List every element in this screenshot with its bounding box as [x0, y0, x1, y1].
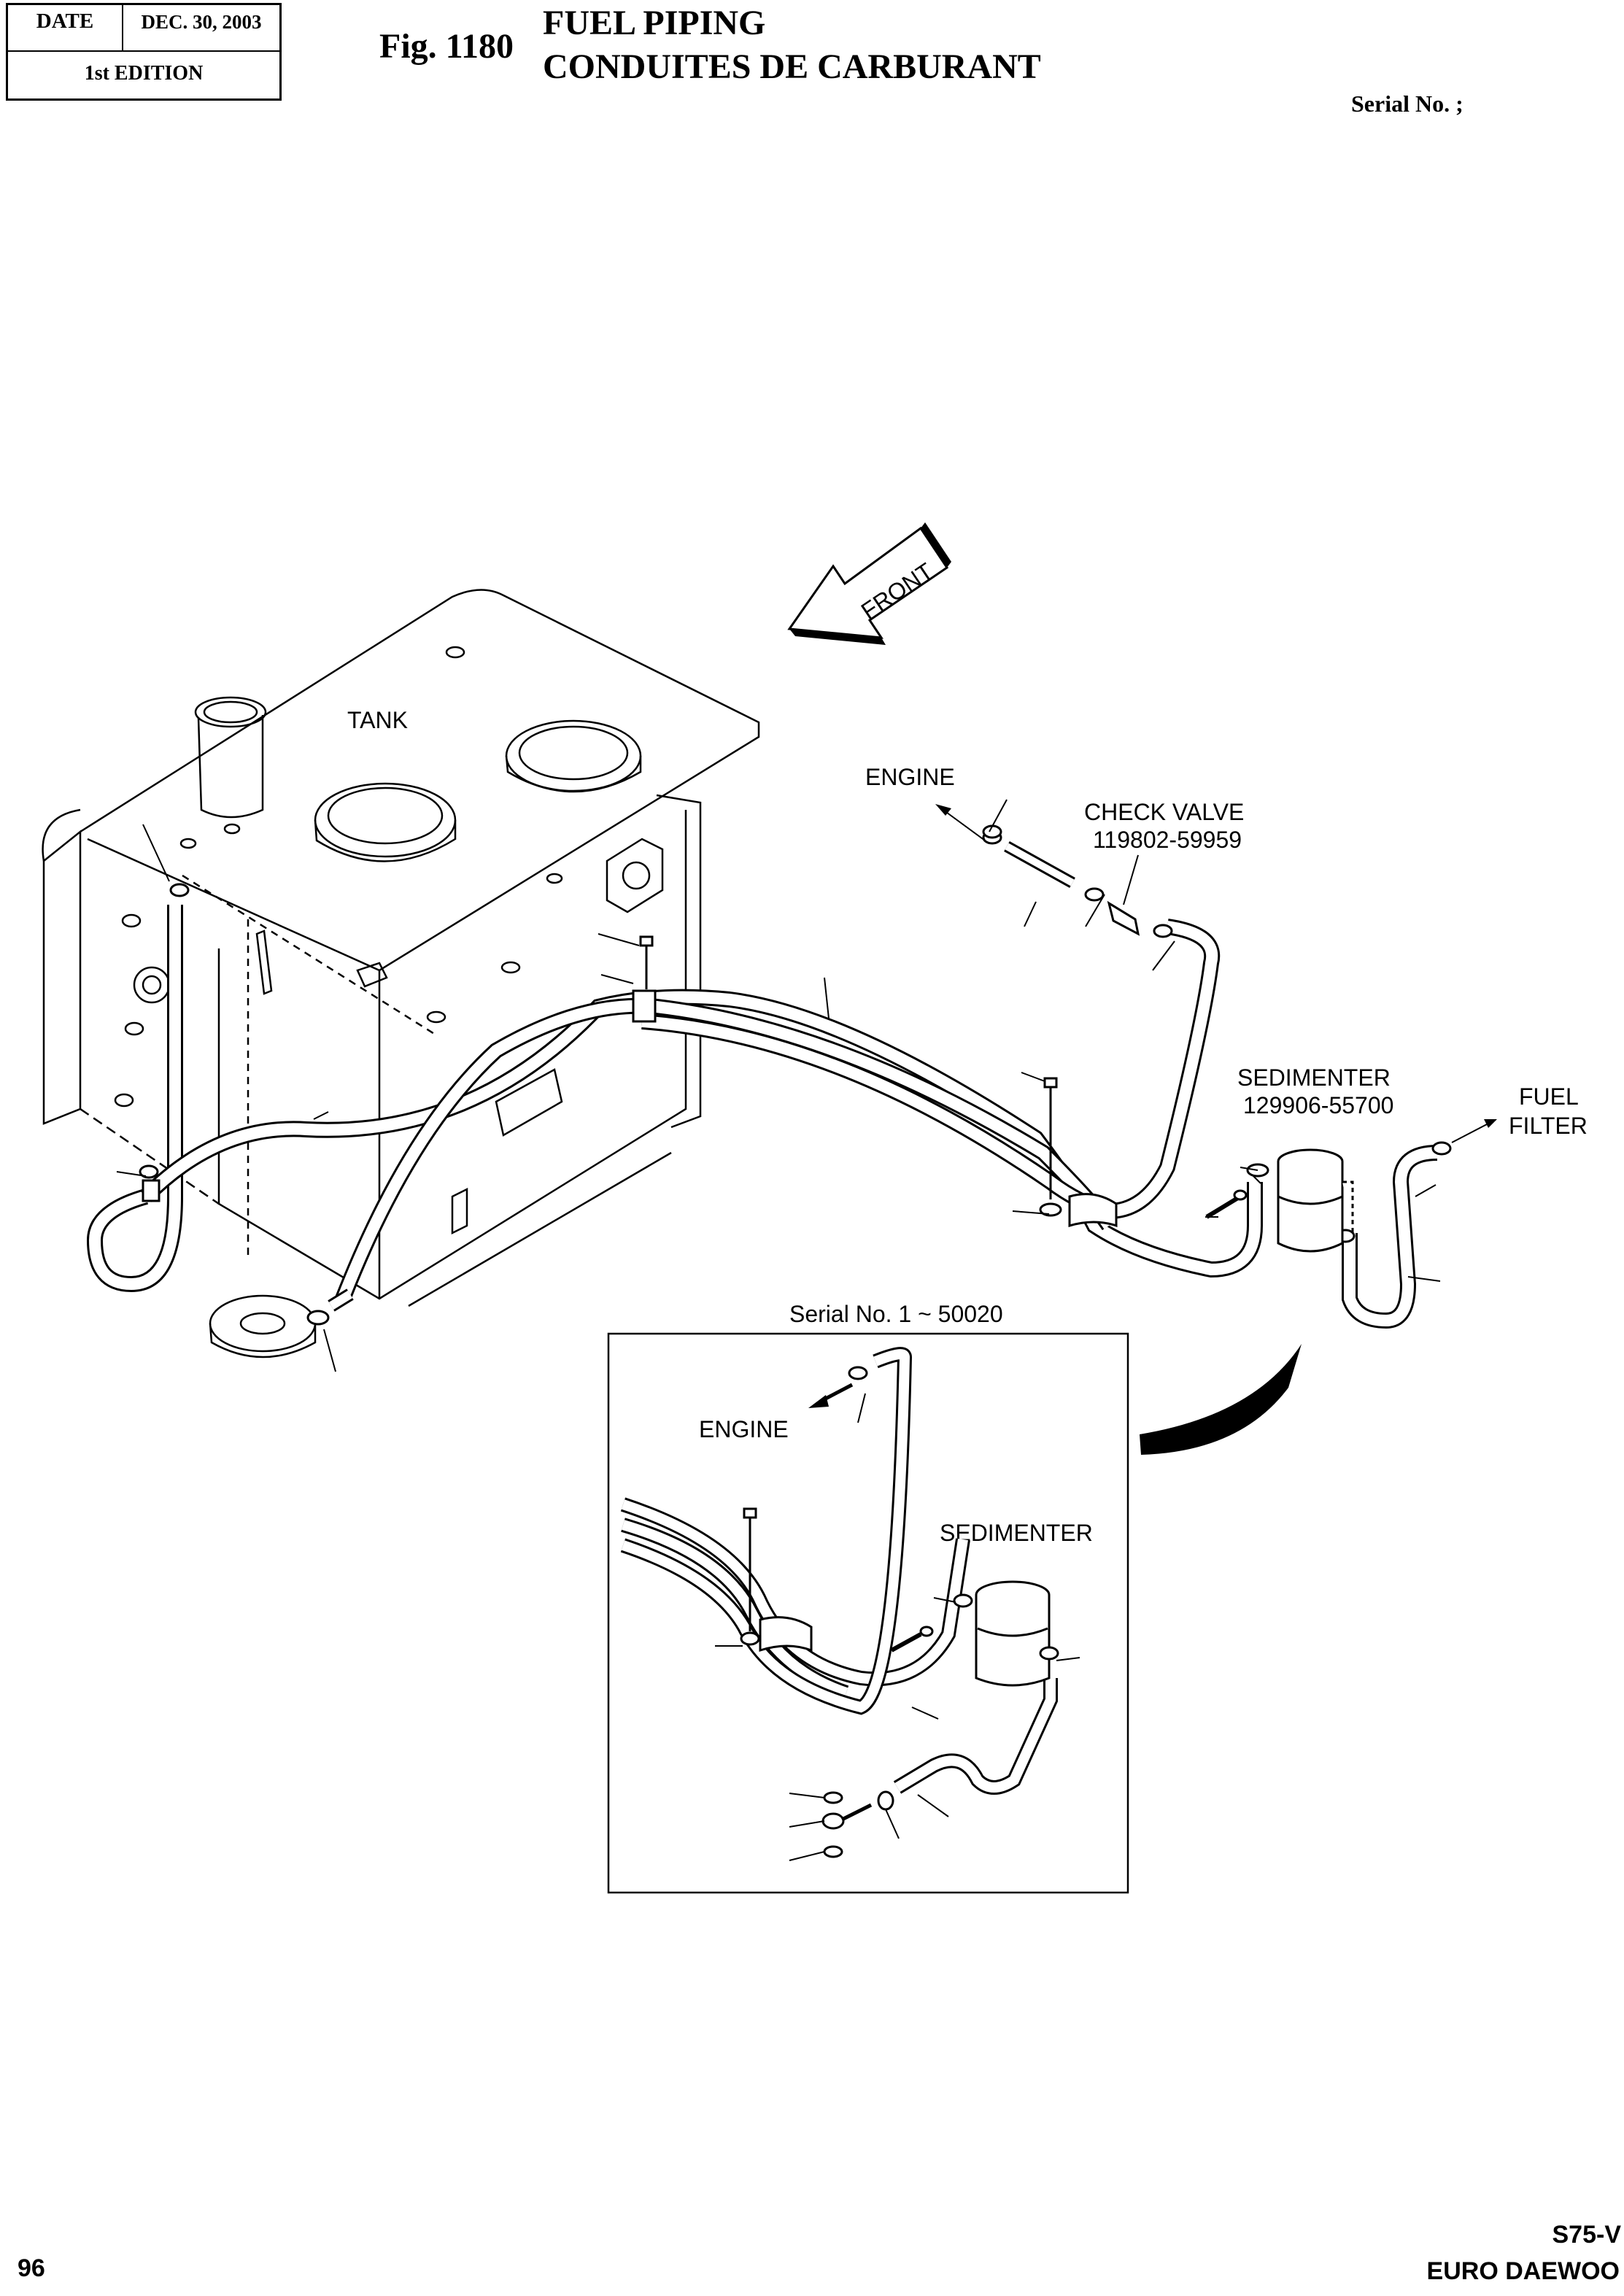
page-title-french: CONDUITES DE CARBURANT — [543, 47, 1041, 86]
inset-engine-arrow-icon — [808, 1395, 829, 1408]
leader-lines — [116, 799, 1441, 1372]
detail-transition-arrow — [1140, 1344, 1302, 1455]
date-value: DEC. 30, 2003 — [141, 11, 262, 33]
sedimenter-part-number: 129906-55700 — [1243, 1092, 1393, 1118]
fuel-hoses — [86, 841, 1438, 1329]
engine-arrow-line — [940, 808, 986, 841]
front-arrow: FRONT — [787, 522, 951, 645]
filter-arrow-icon — [1484, 1119, 1497, 1128]
model-label: S75-V — [1552, 2221, 1622, 2249]
inset-detail: Serial No. 1 ~ 50020 ENGINE SEDIMENTER — [607, 1301, 1129, 1894]
clamps-and-fittings — [139, 824, 1452, 1326]
inset-leader-lines — [715, 1393, 1080, 1861]
fuel-label: FUEL — [1519, 1083, 1579, 1110]
serial-number-label: Serial No. ; — [1351, 90, 1463, 117]
page-number: 96 — [18, 2254, 45, 2282]
engine-label: ENGINE — [865, 764, 955, 790]
date-edition-box: DATE DEC. 30, 2003 1st EDITION — [6, 3, 282, 101]
check-valve-part-number: 119802-59959 — [1093, 827, 1242, 853]
inset-title: Serial No. 1 ~ 50020 — [789, 1301, 1003, 1327]
tank-label: TANK — [347, 707, 408, 733]
fuel-tank — [42, 589, 760, 1358]
sedimenter-label: SEDIMENTER — [1237, 1064, 1391, 1091]
check-valve-label: CHECK VALVE — [1084, 799, 1244, 825]
engine-arrow-icon — [935, 804, 951, 816]
inset-engine-label: ENGINE — [699, 1416, 789, 1442]
page-title-english: FUEL PIPING — [543, 4, 766, 42]
inset-fittings — [740, 1366, 1059, 1858]
edition-label: 1st EDITION — [84, 62, 204, 85]
filter-arrow-line — [1451, 1123, 1489, 1143]
filter-label: FILTER — [1509, 1113, 1588, 1139]
figure-number: Fig. 1180 — [379, 27, 514, 66]
date-label: DATE — [36, 9, 94, 33]
brand-label: EURO DAEWOO — [1426, 2257, 1620, 2285]
